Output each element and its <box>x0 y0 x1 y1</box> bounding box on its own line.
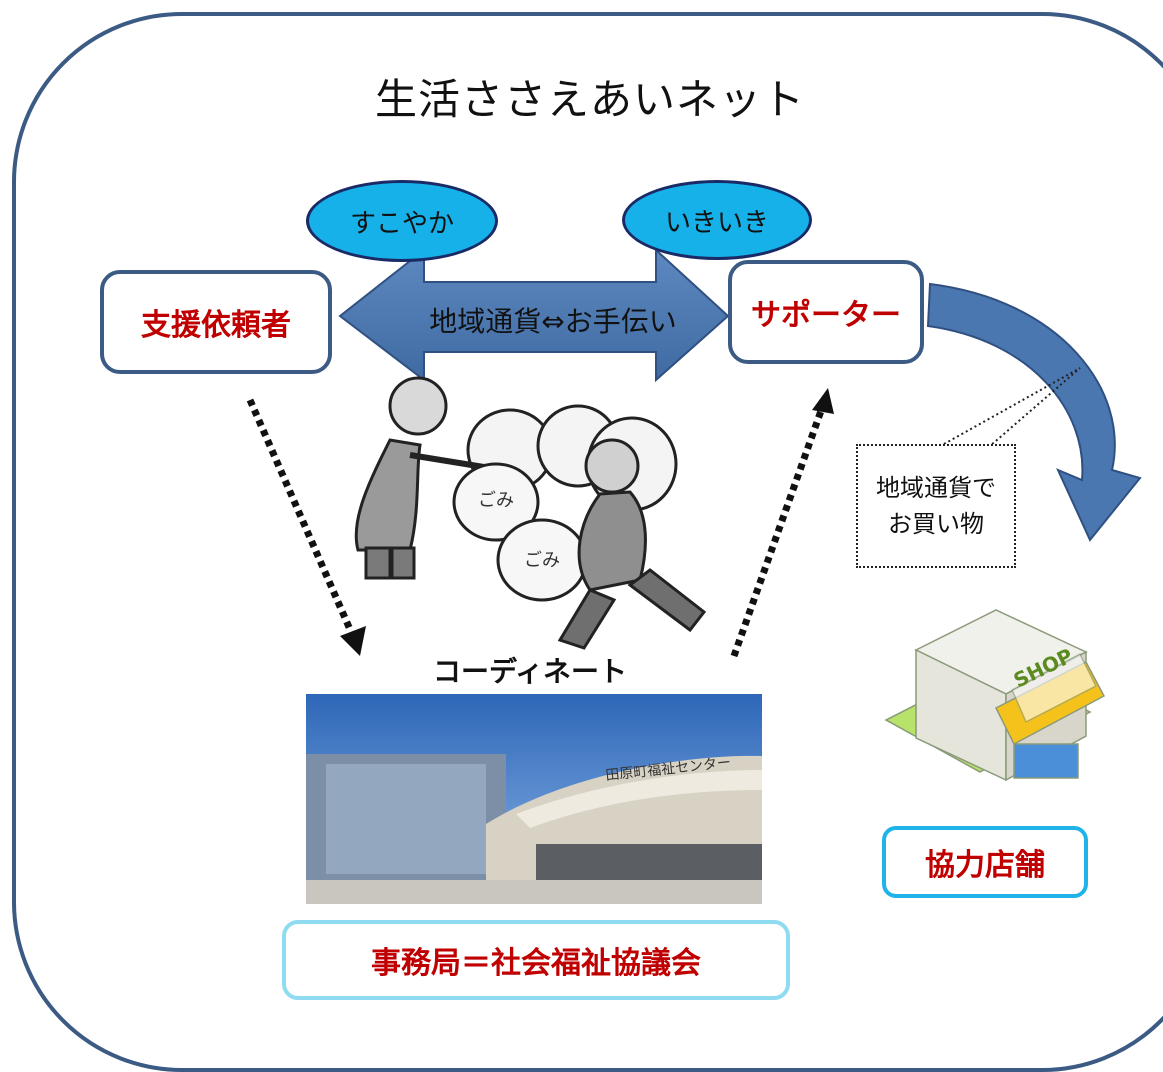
shop-icon <box>884 609 1106 782</box>
shopping-callout: 地域通貨で お買い物 <box>856 444 1016 568</box>
secretariat-box: 事務局＝社会福祉協議会 <box>282 920 790 1000</box>
bag-label-1: ごみ <box>478 490 514 511</box>
garbage-illustration: ごみ ごみ <box>354 376 707 650</box>
callout-tail <box>943 367 1081 447</box>
requester-box: 支援依頼者 <box>100 270 332 374</box>
shop-label-box: 協力店舗 <box>882 826 1088 898</box>
callout-line-2: お買い物 <box>888 510 984 538</box>
shop-illustration: SHOP <box>884 609 1106 782</box>
callout-line-1: 地域通貨で <box>876 474 996 502</box>
oval-ikiiki: いきいき <box>622 180 812 260</box>
woman-head <box>388 376 448 436</box>
garbage-bag-1 <box>452 462 540 542</box>
oval-sukoyaka: すこやか <box>306 180 498 262</box>
curved-shop-arrow <box>926 282 1142 542</box>
welfare-center-photo: 田原町福祉センター <box>306 694 762 904</box>
coordinate-label: コーディネート <box>432 655 628 688</box>
arrows-layer <box>246 247 1142 658</box>
bag-label-2: ごみ <box>524 550 560 571</box>
supporter-box: サポーター <box>728 260 924 364</box>
dotted-arrow-down <box>246 398 356 636</box>
arrow-label: 地域通貨⇔お手伝い <box>429 305 677 338</box>
diagram-title: 生活ささえあいネット <box>374 75 805 124</box>
